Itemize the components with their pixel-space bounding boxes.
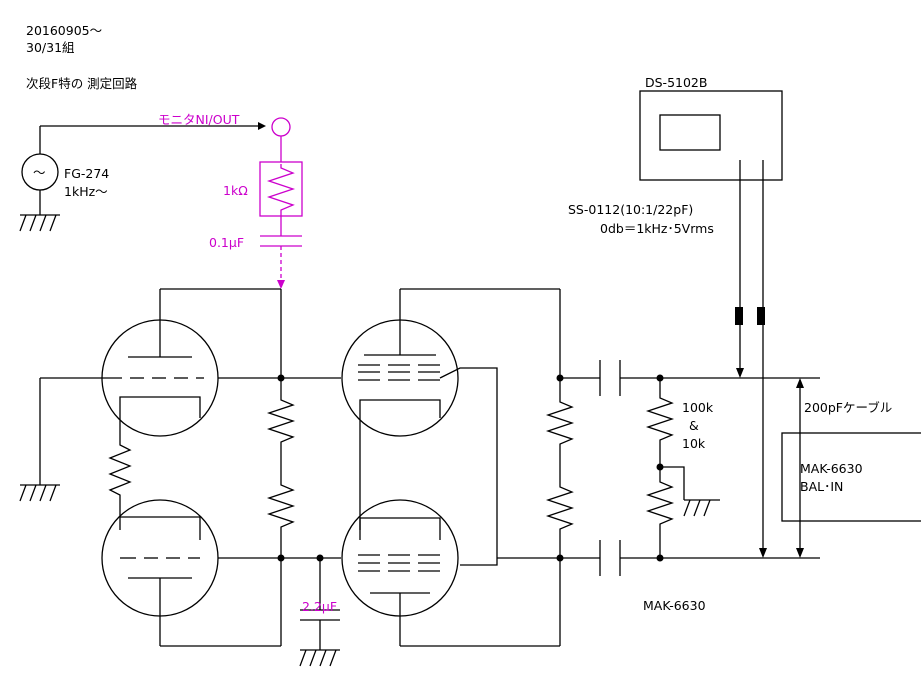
monitor-terminal <box>271 117 291 137</box>
ground-symbol <box>19 214 60 232</box>
resistor-right-upper <box>545 398 575 482</box>
coupling-capacitor-upper <box>599 360 621 396</box>
load-label-amp: & <box>689 418 699 433</box>
load-label-10k: 10k <box>682 436 706 451</box>
resistor-left-lower <box>266 480 296 558</box>
probe-label: SS-0112(10:1/22pF) <box>568 202 693 217</box>
header-date: 20160905～ <box>26 23 102 38</box>
bypass-capacitor-label: 2.2μF <box>302 599 337 614</box>
header-title: 次段F特の 測定回路 <box>26 76 138 91</box>
measurement-device: MAK-6630 BAL･IN <box>781 432 921 522</box>
monitor-capacitor-label: 0.1μF <box>209 235 244 250</box>
resistor-left-cathode <box>108 440 132 517</box>
device-name: MAK-6630 <box>800 461 863 476</box>
load-resistor-10k <box>645 467 675 558</box>
probe-clip <box>735 307 743 325</box>
cable-dimension-arrow <box>796 378 804 558</box>
generator-model: FG-274 <box>64 166 109 181</box>
resistor-right-lower <box>545 482 575 558</box>
monitor-label: モニタNI/OUT <box>158 112 240 127</box>
bypass-capacitor: 2.2μF <box>299 558 340 667</box>
monitor-network: モニタNI/OUT 1kΩ 0.1μF <box>158 112 303 289</box>
triode-tube-upper-left <box>100 289 219 440</box>
ground-symbol <box>683 499 720 517</box>
probe-clip <box>757 307 765 325</box>
generator-frequency: 1kHz～ <box>64 184 108 199</box>
function-generator: ～ FG-274 1kHz～ <box>19 122 266 232</box>
ground-symbol <box>299 649 340 667</box>
cable-label: 200pFケーブル <box>804 400 892 415</box>
oscilloscope: DS-5102B SS-0112(10:1/22pF) 0db＝1kHz･5Vr… <box>568 75 783 558</box>
pentode-tube-upper-right <box>341 289 498 566</box>
triode-tube-lower-left <box>101 499 219 646</box>
device-input: BAL･IN <box>800 479 843 494</box>
monitor-resistor-box <box>259 161 303 217</box>
ground-symbol <box>19 484 60 502</box>
load-label-100k: 100k <box>682 400 714 415</box>
reference-level: 0db＝1kHz･5Vrms <box>600 221 714 236</box>
header-group: 30/31組 <box>26 40 75 55</box>
device-label-bottom: MAK-6630 <box>643 598 706 613</box>
scope-model: DS-5102B <box>645 75 707 90</box>
monitor-resistor-label: 1kΩ <box>223 183 248 198</box>
sine-symbol: ～ <box>33 165 46 180</box>
pentode-tube-lower-right <box>341 499 459 646</box>
resistor-left-upper <box>266 395 296 480</box>
load-resistor-100k <box>645 378 675 467</box>
coupling-capacitor-lower <box>599 540 621 576</box>
scope-screen <box>659 114 721 151</box>
